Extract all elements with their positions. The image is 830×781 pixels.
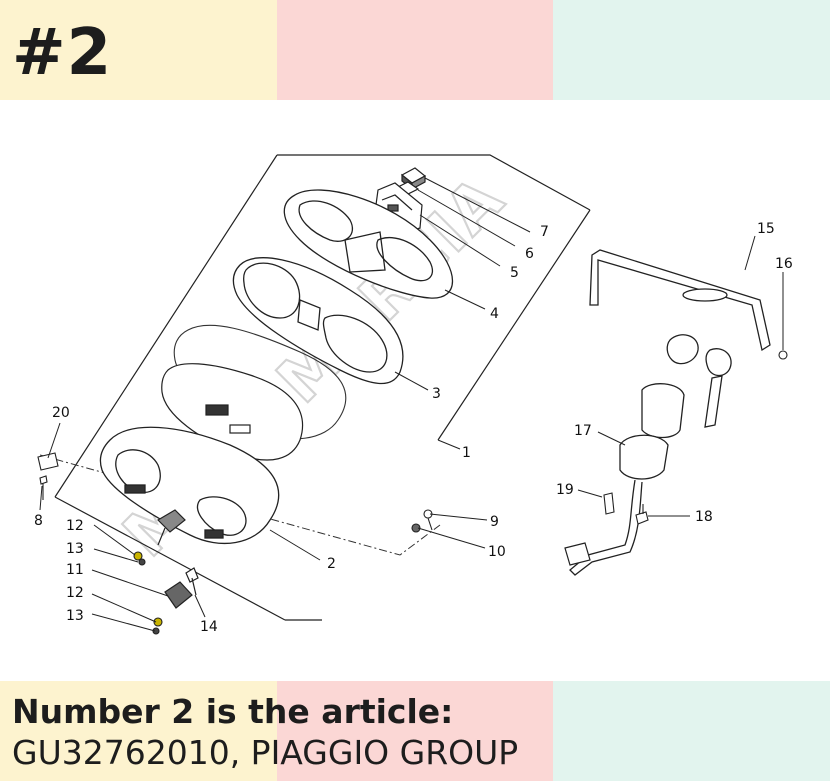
- footer-article-heading: Number 2 is the article:: [12, 692, 454, 731]
- callout-9: 9: [490, 514, 499, 530]
- callout-10: 10: [488, 544, 506, 560]
- callout-2: 2: [327, 556, 336, 572]
- callout-13b: 13: [66, 608, 84, 624]
- callout-11: 11: [66, 562, 84, 578]
- part-rear-housing-2: [99, 426, 280, 545]
- callout-12b: 12: [66, 585, 84, 601]
- exploded-parts-diagram: MOTOMURCIA: [34, 154, 793, 635]
- callout-8: 8: [34, 513, 43, 529]
- footer-band-left: [0, 681, 277, 781]
- assembly-frame: [54, 154, 591, 621]
- callout-19: 19: [556, 482, 574, 498]
- header-band-middle: [277, 0, 553, 100]
- part-sensor: [157, 509, 186, 546]
- part-cable-11: [164, 581, 193, 609]
- part-washer-10: [411, 523, 421, 533]
- callout-15: 15: [757, 221, 775, 237]
- callout-1: 1: [462, 445, 471, 461]
- callout-16: 16: [775, 256, 793, 272]
- part-front-cover-4: [283, 189, 453, 299]
- callout-17: 17: [574, 423, 592, 439]
- part-screw-8: [39, 475, 48, 500]
- part-screw-9: [423, 509, 433, 531]
- callout-3: 3: [432, 386, 441, 402]
- leader-lines: [39, 177, 784, 632]
- callout-4: 4: [490, 306, 499, 322]
- footer-band-right: [553, 681, 830, 781]
- part-nuts-12-13: [133, 551, 163, 635]
- part-screw-14: [185, 567, 199, 596]
- part-ignition-17: [569, 334, 732, 576]
- part-bezel-3: [232, 257, 404, 385]
- part-circuit-board: [161, 363, 304, 461]
- callout-5: 5: [510, 265, 519, 281]
- part-pin-19: [603, 492, 615, 515]
- callout-18: 18: [695, 509, 713, 525]
- part-screw-18: [635, 504, 649, 525]
- callout-13a: 13: [66, 541, 84, 557]
- callout-6: 6: [525, 246, 534, 262]
- footer-article-code: GU32762010, PIAGGIO GROUP: [12, 733, 519, 772]
- callout-14: 14: [200, 619, 218, 635]
- footer-band-middle: [277, 681, 553, 781]
- item-number-title: #2: [12, 16, 113, 90]
- part-gasket: [173, 324, 347, 440]
- part-connector: [564, 542, 591, 566]
- part-screw-16: [778, 350, 788, 360]
- callout-7: 7: [540, 224, 549, 240]
- header-band-right: [553, 0, 830, 100]
- header-band-left: [0, 0, 277, 100]
- part-bracket-15: [589, 249, 771, 352]
- callout-20: 20: [52, 405, 70, 421]
- callout-labels: 1 2 3 4 5 6 7 8 9 10 11 12 12 13 13 14 1…: [34, 221, 793, 635]
- callout-12a: 12: [66, 518, 84, 534]
